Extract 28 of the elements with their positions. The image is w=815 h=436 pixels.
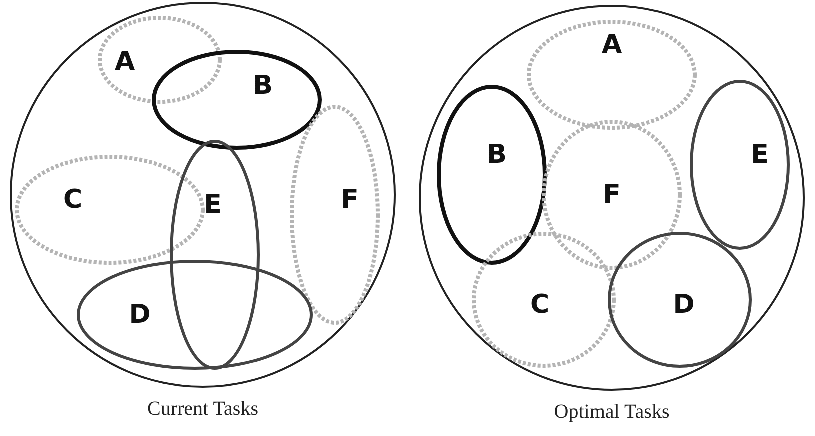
task-ellipse [77, 260, 313, 370]
large-circle [10, 2, 396, 388]
task-letter: A [114, 49, 136, 75]
task-ellipse [15, 155, 205, 265]
node-label: Current Tasks [148, 398, 258, 421]
task-letter: C [63, 187, 83, 213]
task-ellipse [437, 85, 547, 265]
task-letter: C [530, 292, 550, 318]
task-ellipse [472, 232, 616, 368]
task-ellipse [98, 16, 222, 104]
task-letter: A [602, 32, 622, 58]
task-letter: D [673, 292, 695, 318]
task-ellipse [690, 80, 790, 250]
task-ellipse [290, 105, 380, 325]
task-letter: E [751, 142, 769, 168]
task-letter: F [603, 182, 621, 208]
task-letter: B [487, 142, 507, 168]
large-circle [419, 5, 805, 391]
task-letter: D [129, 302, 151, 328]
task-ellipse [542, 120, 682, 270]
task-ellipse [527, 20, 697, 130]
task-ellipse [608, 232, 752, 368]
node-label: Optimal Tasks [554, 401, 670, 424]
task-letter: F [341, 187, 359, 213]
task-ellipse [152, 50, 322, 150]
task-letter: B [253, 73, 273, 99]
task-letter: E [204, 192, 222, 218]
task-ellipse [170, 140, 260, 370]
